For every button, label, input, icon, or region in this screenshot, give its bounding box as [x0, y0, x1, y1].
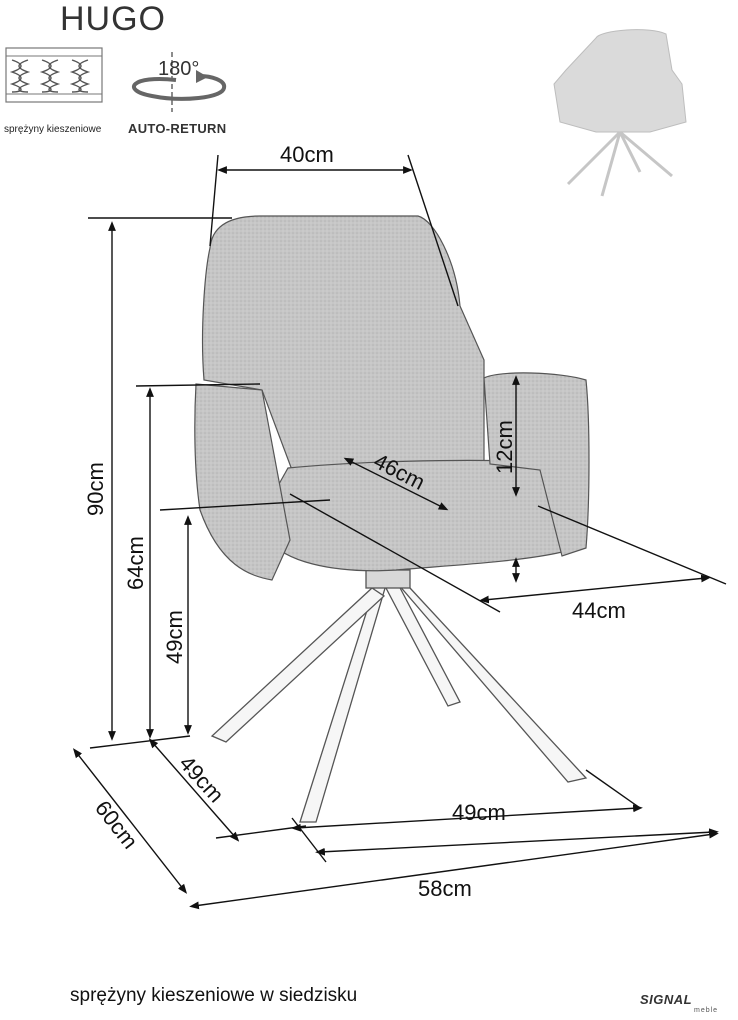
dimension-lines	[72, 154, 727, 910]
chair-thumbnail	[553, 29, 687, 197]
pocket-springs-icon	[5, 47, 103, 103]
dim-total-height: 90cm	[83, 462, 108, 516]
product-title: HUGO	[60, 0, 166, 38]
rotation-degrees: 180°	[158, 58, 200, 80]
dim-seat-width: 44cm	[572, 598, 626, 623]
brand-logo: SIGNAL	[640, 992, 693, 1007]
rotation-icon	[131, 52, 227, 112]
dim-armrest-to-seat: 12cm	[492, 420, 517, 474]
dim-total-width: 58cm	[418, 876, 472, 901]
dim-armrest-height: 64cm	[123, 536, 148, 590]
chair-legs	[210, 569, 588, 823]
dim-seat-height: 49cm	[162, 610, 187, 664]
dim-base-width: 49cm	[452, 800, 506, 825]
chair-body	[194, 215, 590, 581]
brand-subtitle: meble	[694, 1007, 719, 1014]
springs-caption: sprężyny kieszeniowe w siedzisku	[70, 985, 358, 1006]
auto-return-label: AUTO-RETURN	[128, 121, 227, 136]
dim-top-width: 40cm	[280, 142, 334, 167]
dim-total-depth: 60cm	[90, 796, 143, 854]
springs-label: sprężyny kieszeniowe	[4, 124, 102, 135]
